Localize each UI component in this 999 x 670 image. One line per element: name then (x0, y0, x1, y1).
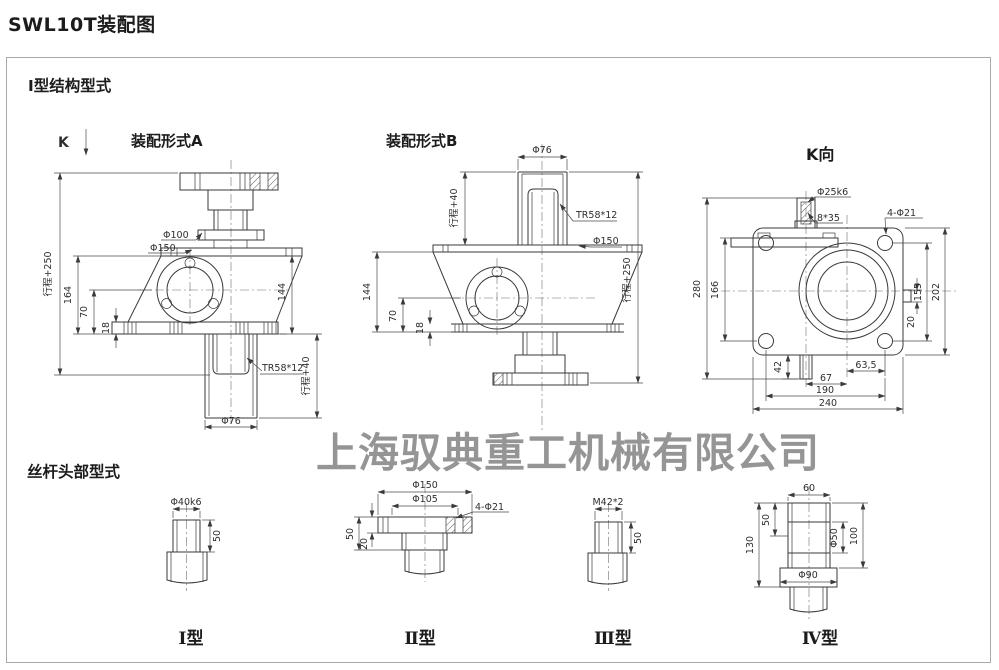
view-b-dimensions: Φ76 行程+40 TR58*12 Φ150 144 70 18 行程+250 (362, 145, 643, 384)
head1-screw (166, 551, 208, 584)
dim-a-travel40: 行程+40 (300, 356, 312, 395)
view-a-drawing: K (42, 129, 322, 430)
view-a-flange (160, 247, 303, 257)
view-a-title: 装配形式A (131, 132, 203, 150)
dim-h4-d90: Φ90 (798, 570, 818, 581)
head2-flange (377, 516, 473, 534)
head4-body (779, 502, 838, 613)
dim-a-d100: Φ100 (163, 230, 189, 241)
dim-b-18: 18 (415, 322, 426, 334)
head3-screw (587, 552, 628, 585)
dim-a-travel250: 行程+250 (42, 251, 54, 296)
dim-a-164: 164 (63, 286, 74, 304)
dim-a-thread: TR58*12 (261, 363, 303, 374)
dim-h2-20: 20 (359, 538, 370, 550)
head1-dimensions: Φ40k6 50 (170, 497, 223, 553)
head-type3-drawing: M42*2 50 (587, 497, 644, 591)
view-b-drawing: Φ76 行程+40 TR58*12 Φ150 144 70 18 行程+250 (362, 144, 643, 430)
dim-h4-50: 50 (761, 514, 772, 526)
dim-k-shaft: Φ25k6 (817, 187, 848, 198)
view-b-bottom-assembly (492, 331, 589, 386)
head-type1-label: Ⅰ型 (178, 629, 204, 649)
dim-b-d150: Φ150 (593, 236, 619, 247)
head2-neck (401, 532, 448, 551)
k-direction-marker: K (58, 135, 70, 151)
dim-k-280: 280 (692, 280, 703, 298)
dim-k-42: 42 (773, 361, 784, 373)
head3-dimensions: M42*2 50 (592, 497, 644, 554)
dim-a-d150: Φ150 (150, 243, 176, 254)
dim-a-18: 18 (101, 322, 112, 334)
head-type4-drawing: 60 50 Φ50 100 130 Φ90 (745, 483, 868, 620)
dim-b-144: 144 (362, 283, 373, 301)
dim-h3-50: 50 (633, 532, 644, 544)
view-k-drawing: Φ25k6 8*35 4-Φ21 280 166 42 20 155 202 (692, 187, 959, 414)
dim-a-d76: Φ76 (221, 416, 241, 427)
view-k-worm-shaft (730, 197, 839, 380)
view-k-plate (752, 227, 912, 356)
dim-k-key: 8*35 (817, 213, 840, 224)
view-b-tube (517, 171, 568, 245)
dim-b-travel250: 行程+250 (621, 257, 633, 302)
head-type1-drawing: Φ40k6 50 (166, 497, 223, 591)
view-a-base-ticks (123, 322, 277, 334)
dim-h2-d150: Φ150 (412, 480, 438, 491)
view-a-tube (204, 334, 258, 419)
view-b-top-plate (432, 244, 643, 253)
dim-b-thread: TR58*12 (575, 210, 617, 221)
dim-k-202: 202 (931, 283, 942, 301)
dim-b-travel40: 行程+40 (448, 188, 460, 227)
dim-k-67: 67 (820, 373, 832, 384)
view-a-tower (197, 189, 265, 248)
view-k-right-tab (902, 289, 912, 303)
dim-a-70: 70 (79, 306, 90, 318)
dim-k-20: 20 (906, 316, 917, 328)
head4-dimensions: 60 50 Φ50 100 130 Φ90 (745, 483, 868, 588)
view-k-title: K向 (806, 145, 835, 164)
dim-k-190: 190 (816, 385, 834, 396)
head-type4-label: Ⅳ型 (801, 629, 839, 649)
head2-dimensions: Φ150 Φ105 4-Φ21 20 50 (345, 480, 509, 551)
head-type2-label: Ⅱ型 (404, 629, 436, 649)
dim-h2-50: 50 (345, 528, 356, 540)
view-a-housing (111, 255, 303, 335)
view-b-feet-ticks (454, 324, 620, 332)
dim-k-155: 155 (913, 283, 924, 301)
dim-h4-d50: Φ50 (829, 528, 840, 548)
drawing-frame (6, 57, 991, 663)
view-a-platform (179, 172, 279, 191)
watermark: 上海驭典重工机械有限公司 (316, 429, 820, 477)
dim-h4-60: 60 (803, 483, 815, 494)
view-a-dimensions: 行程+250 164 70 18 Φ100 Φ150 144 TR58*12 行… (42, 172, 322, 430)
dim-h2-d105: Φ105 (412, 494, 438, 505)
page-title: SWL10T装配图 (8, 14, 156, 36)
dim-k-240: 240 (819, 398, 837, 409)
dim-k-166: 166 (710, 281, 721, 299)
section-structure-label: Ⅰ型结构型式 (28, 77, 112, 95)
dim-h4-100: 100 (849, 527, 860, 545)
dim-h4-130: 130 (745, 536, 756, 554)
dim-a-144: 144 (277, 283, 288, 301)
head-type3-label: Ⅲ型 (594, 629, 632, 649)
dim-h1-50: 50 (212, 530, 223, 542)
dim-h3-thread: M42*2 (592, 497, 623, 508)
dim-k-63-5: 63,5 (855, 360, 876, 371)
view-k-dimensions: Φ25k6 8*35 4-Φ21 280 166 42 20 155 202 (692, 187, 950, 414)
section-head-label: 丝杆头部型式 (27, 463, 121, 481)
dim-b-70: 70 (388, 310, 399, 322)
view-b-housing (432, 251, 643, 333)
dim-h1-d40: Φ40k6 (170, 497, 201, 508)
head-type2-drawing: Φ150 Φ105 4-Φ21 20 50 (345, 480, 509, 582)
dim-k-holes: 4-Φ21 (887, 208, 916, 219)
dim-b-d76: Φ76 (532, 145, 552, 156)
head2-screw (404, 549, 445, 575)
dim-h2-holes: 4-Φ21 (475, 502, 504, 513)
view-b-title: 装配形式B (386, 132, 458, 150)
